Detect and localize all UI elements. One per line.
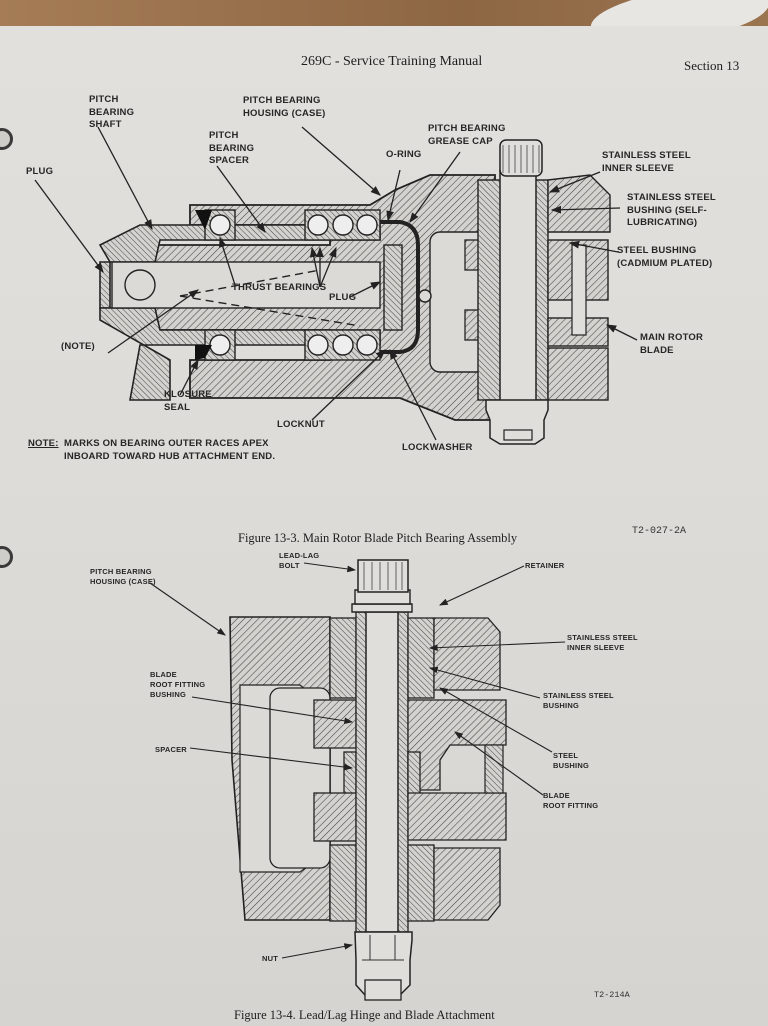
label-retainer: RETAINER [525,561,565,570]
section-number: Section 13 [684,58,740,73]
binder-hole-top [0,128,13,150]
figure-13-4-code: T2-214A [594,990,630,1000]
manual-title: 269C - Service Training Manual [301,54,483,69]
label-main-rotor-blade: MAIN ROTOR BLADE [640,332,704,356]
label-note-ref: (NOTE) [61,341,95,352]
manual-page: 269C - Service Training Manual Section 1… [0,26,768,1026]
label-spacer: SPACER [155,745,187,754]
label-root-fitting-bushing: BLADE ROOT FITTING BUSHING [150,670,206,699]
note-prefix: NOTE: [28,438,59,449]
label-blade-root-fitting: BLADE ROOT FITTING [543,791,599,810]
figure-13-3-code: T2-027-2A [632,526,687,537]
label-lead-lag-bolt: LEAD-LAG BOLT [279,551,320,570]
label-steel-bushing-2: STEEL BUSHING [553,751,589,770]
label-plug-center: PLUG [329,292,357,303]
label-inner-sleeve: STAINLESS STEEL INNER SLEEVE [602,150,691,174]
label-klosure-seal: KLOSURE SEAL [164,389,212,413]
figure-13-3-caption: Figure 13-3. Main Rotor Blade Pitch Bear… [238,531,518,545]
label-pitch-bearing-housing: PITCH BEARING HOUSING (CASE) [243,95,326,119]
figure-13-4-caption: Figure 13-4. Lead/Lag Hinge and Blade At… [234,1008,495,1022]
figure-13-3-drawing [34,126,638,1001]
label-ss-bushing-2: STAINLESS STEEL BUSHING [543,691,614,710]
label-inner-sleeve-2: STAINLESS STEEL INNER SLEEVE [567,633,638,652]
label-steel-bushing: STEEL BUSHING (CADMIUM PLATED) [617,245,713,269]
label-pitch-bearing-spacer: PITCH BEARING SPACER [209,130,255,166]
note-text: MARKS ON BEARING OUTER RACES APEX INBOAR… [64,438,276,462]
label-thrust-bearings: THRUST BEARINGS [232,282,327,293]
figure-13-4-drawing [229,559,507,1001]
label-o-ring: O-RING [386,149,422,160]
label-lockwasher: LOCKWASHER [402,442,473,453]
label-nut: NUT [262,954,279,963]
label-grease-cap: PITCH BEARING GREASE CAP [428,123,506,147]
label-locknut: LOCKNUT [277,419,325,430]
binder-hole-middle [0,546,13,568]
label-pitch-bearing-shaft: PITCH BEARING SHAFT [89,94,135,130]
label-plug-left: PLUG [26,166,54,177]
label-housing: PITCH BEARING HOUSING (CASE) [90,567,156,586]
label-ss-bushing: STAINLESS STEEL BUSHING (SELF- LUBRICATI… [627,192,716,228]
